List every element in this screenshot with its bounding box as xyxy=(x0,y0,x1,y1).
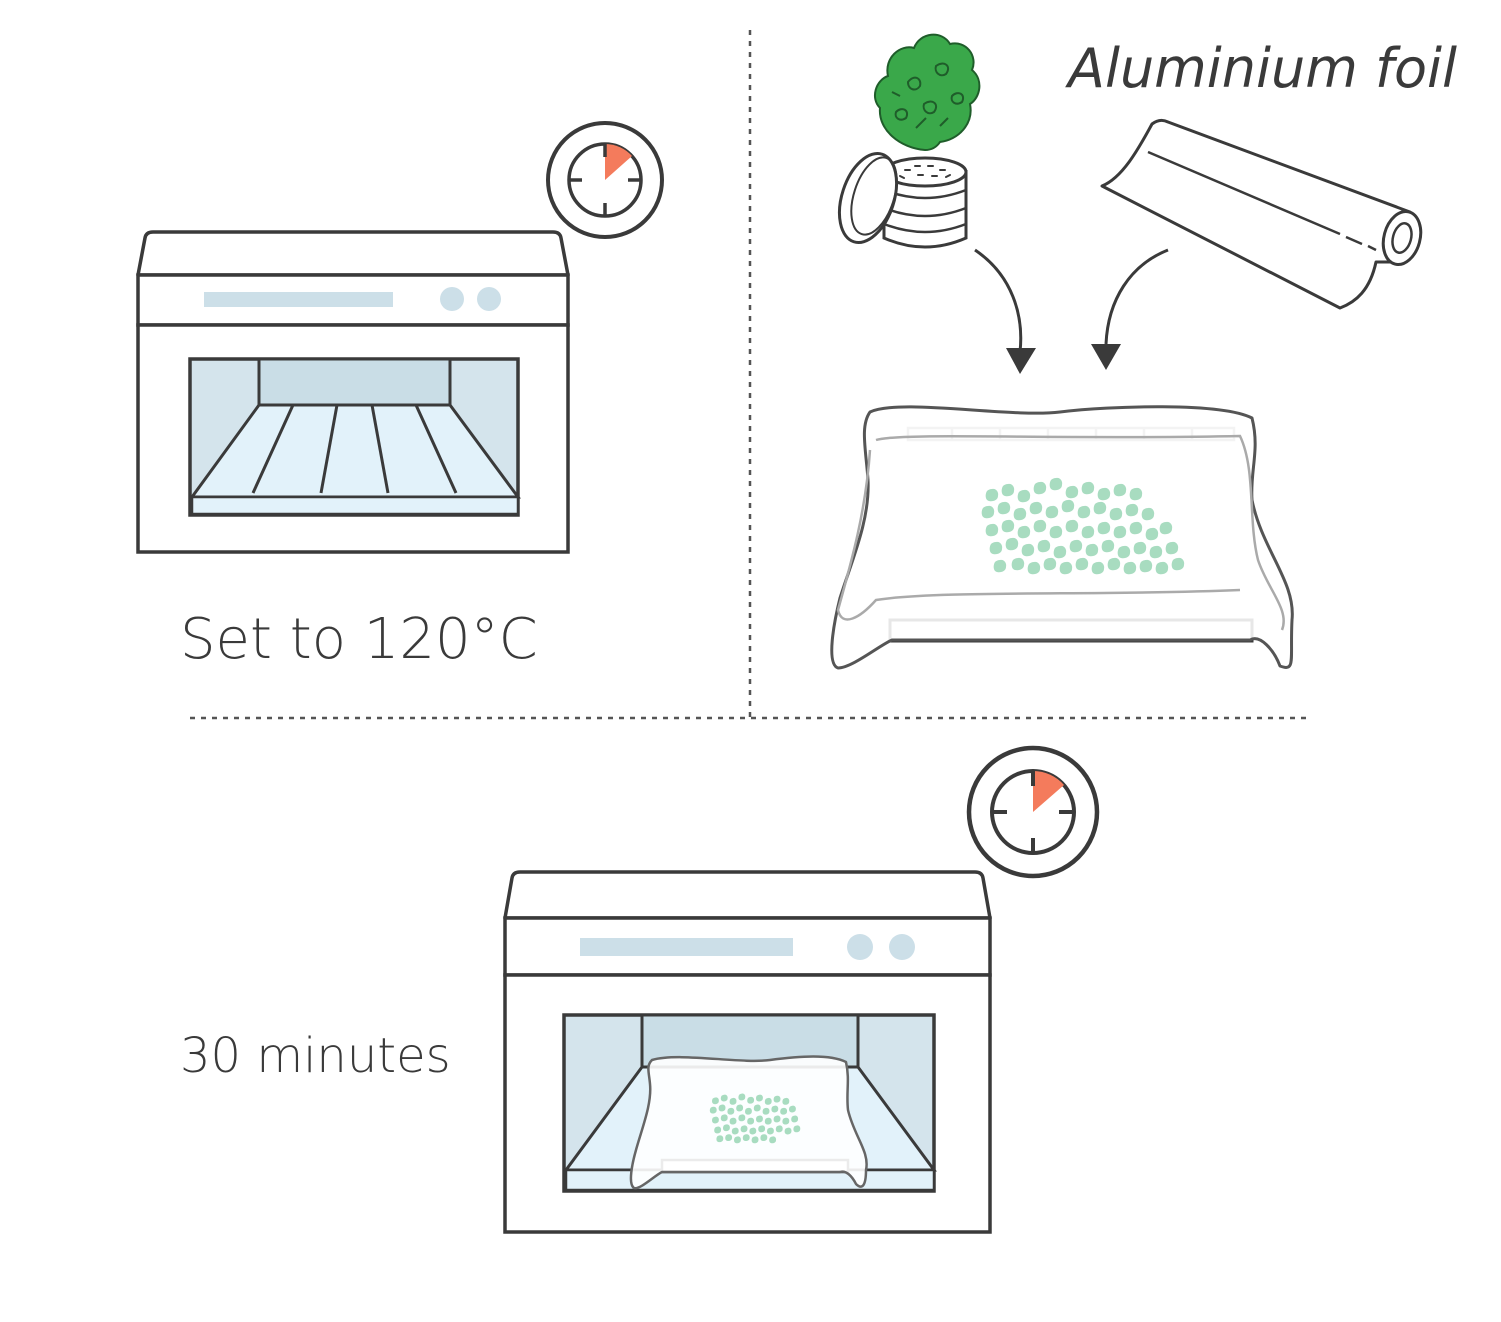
oven-icon xyxy=(136,230,570,554)
oven-top-panel xyxy=(503,870,992,920)
foil-roll-icon xyxy=(1100,118,1423,310)
oven-knob-1 xyxy=(847,934,873,960)
cannabis-bud-icon xyxy=(873,33,981,152)
oven-bottom-strip xyxy=(190,495,520,516)
oven-back-wall xyxy=(257,357,452,407)
baking-tray-icon xyxy=(629,1055,868,1190)
oven-knob-1 xyxy=(440,287,464,311)
grinder-icon xyxy=(837,152,968,249)
oven-knob-2 xyxy=(889,934,915,960)
curved-arrow-icon xyxy=(974,248,1036,374)
foil-label: Aluminium foil xyxy=(1068,37,1458,100)
timer-icon xyxy=(966,745,1100,879)
curved-arrow-icon xyxy=(1091,248,1169,370)
step3-label: 30 minutes xyxy=(180,1028,451,1084)
oven-top-panel xyxy=(136,230,570,277)
oven-knob-2 xyxy=(477,287,501,311)
foil-sheet xyxy=(830,405,1294,670)
step1-label: Set to 120°C xyxy=(180,607,538,672)
oven-icon xyxy=(503,870,992,1234)
timer-icon xyxy=(546,121,664,239)
baking-tray-icon xyxy=(830,405,1294,670)
oven-display-bar xyxy=(204,292,393,307)
oven-display-bar xyxy=(580,938,793,956)
